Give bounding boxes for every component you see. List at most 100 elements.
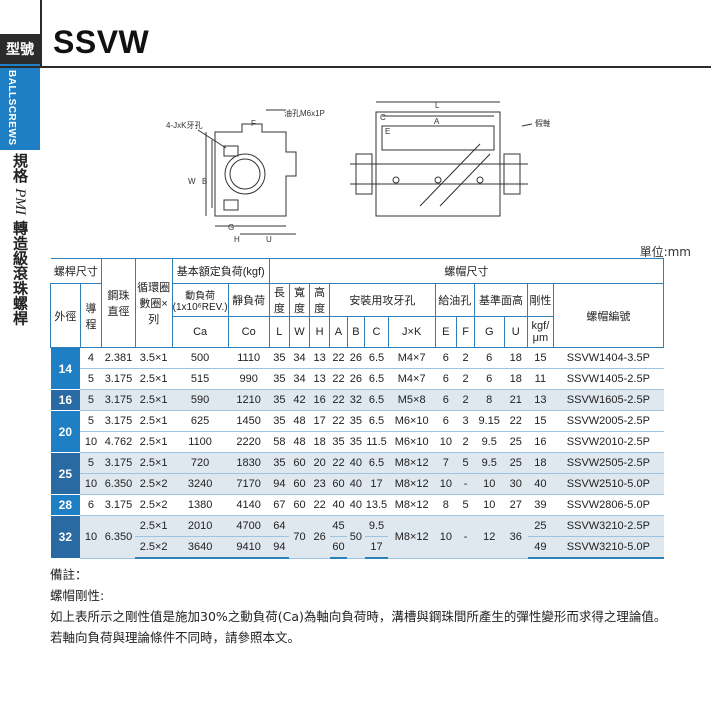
cell-model: SSVW3210-2.5P bbox=[553, 515, 664, 537]
header-model: 螺帽編號 bbox=[552, 283, 665, 348]
cell-circuit: 2.5×1 bbox=[135, 431, 173, 453]
cell-c: 6.5 bbox=[364, 389, 389, 411]
spec-suffix: 轉造級滾珠螺桿 bbox=[11, 220, 29, 326]
cell-diameter: 14 bbox=[50, 347, 81, 390]
cell-c: 6.5 bbox=[364, 452, 389, 474]
cell-f: 2 bbox=[456, 431, 475, 453]
notes-heading: 備註： bbox=[50, 567, 88, 582]
cell-a: 60 bbox=[329, 536, 348, 559]
notes-reference: 若軸向負荷與理論條件不同時，請參照本文。 bbox=[50, 630, 301, 645]
cell-w: 48 bbox=[289, 410, 310, 432]
cell-f: 5 bbox=[456, 452, 475, 474]
header-lead: 導程 bbox=[79, 283, 103, 348]
cell-c: 13.5 bbox=[364, 494, 389, 516]
cell-f: 2 bbox=[456, 389, 475, 411]
cell-diameter: 25 bbox=[50, 452, 81, 495]
header-co: Co bbox=[227, 316, 270, 348]
cell-c: 11.5 bbox=[364, 431, 389, 453]
cell-model: SSVW2005-2.5P bbox=[553, 410, 664, 432]
cell-circuit: 2.5×1 bbox=[135, 410, 173, 432]
cell-lead: 5 bbox=[80, 452, 102, 474]
cell-model: SSVW1405-2.5P bbox=[553, 368, 664, 390]
cell-g: 10 bbox=[474, 473, 505, 495]
cell-e: 8 bbox=[435, 494, 457, 516]
cell-ball: 3.175 bbox=[101, 410, 136, 432]
cell-circuit: 2.5×2 bbox=[135, 494, 173, 516]
cell-co: 990 bbox=[228, 368, 270, 390]
cell-l: 35 bbox=[269, 368, 290, 390]
cell-rigidity: 11 bbox=[527, 368, 554, 390]
header-h: H bbox=[309, 316, 331, 348]
cell-rigidity: 39 bbox=[527, 494, 554, 516]
cell-ca: 1380 bbox=[172, 494, 229, 516]
header-width: 寬度 bbox=[288, 283, 311, 317]
cell-jxk: M4×7 bbox=[388, 368, 435, 390]
cell-model: SSVW3210-5.0P bbox=[553, 536, 664, 559]
cell-model: SSVW2510-5.0P bbox=[553, 473, 664, 495]
cell-lead: 4 bbox=[80, 347, 102, 369]
drawing-label-w: W bbox=[188, 177, 196, 186]
cell-circuit: 2.5×2 bbox=[135, 473, 173, 495]
cell-co: 4140 bbox=[228, 494, 270, 516]
header-mount: 安裝用攻牙孔 bbox=[329, 283, 436, 317]
header-c: C bbox=[364, 316, 389, 348]
cell-h: 20 bbox=[309, 452, 330, 474]
cell-rigidity: 18 bbox=[527, 452, 554, 474]
cell-a: 40 bbox=[329, 494, 348, 516]
drawing-label-g: G bbox=[228, 223, 234, 232]
cell-c: 6.5 bbox=[364, 410, 389, 432]
cell-w: 48 bbox=[289, 431, 310, 453]
cell-e: 7 bbox=[435, 452, 457, 474]
cell-ball: 6.350 bbox=[101, 473, 136, 495]
cell-c: 6.5 bbox=[364, 368, 389, 390]
cell-model: SSVW1404-3.5P bbox=[553, 347, 664, 369]
cell-jxk: M6×10 bbox=[388, 431, 435, 453]
category-label: BALLSCREWS bbox=[6, 70, 17, 146]
table-row: 32 10 6.350 2.5×1 2010 4700 64 70 26 45 … bbox=[50, 515, 664, 559]
brand-label: PMI bbox=[12, 188, 28, 215]
cell-model: SSVW1605-2.5P bbox=[553, 389, 664, 411]
cell-e: 6 bbox=[435, 368, 457, 390]
cell-circuit: 2.5×1 bbox=[135, 389, 173, 411]
cell-u: 36 bbox=[504, 515, 528, 559]
cell-c: 6.5 bbox=[364, 347, 389, 369]
drawing-label-l: L bbox=[435, 101, 440, 110]
cell-rigidity: 16 bbox=[527, 431, 554, 453]
table-row: 10 4.762 2.5×1 1100 2220 58 48 18 35 35 … bbox=[51, 431, 664, 453]
cell-diameter: 20 bbox=[50, 410, 81, 453]
header-rig-unit: kgf/μm bbox=[527, 316, 554, 348]
cell-u: 25 bbox=[504, 431, 528, 453]
cell-jxk: M6×10 bbox=[388, 410, 435, 432]
cell-a: 22 bbox=[329, 452, 348, 474]
cell-circuit: 3.5×1 bbox=[135, 347, 173, 369]
header-a: A bbox=[329, 316, 348, 348]
cell-co: 1110 bbox=[228, 347, 270, 369]
drawing-label-e: E bbox=[385, 127, 390, 136]
header-ca: Ca bbox=[171, 316, 229, 348]
cell-l: 35 bbox=[269, 347, 290, 369]
cell-l: 58 bbox=[269, 431, 290, 453]
cell-f: 3 bbox=[456, 410, 475, 432]
header-circuit: 循環圈數圈×列 bbox=[134, 258, 173, 348]
cell-ball: 4.762 bbox=[101, 431, 136, 453]
cell-w: 34 bbox=[289, 347, 310, 369]
cell-a: 60 bbox=[329, 473, 348, 495]
cell-f: 2 bbox=[456, 368, 475, 390]
header-jxk: J×K bbox=[387, 316, 436, 348]
cell-f: - bbox=[456, 515, 475, 559]
cell-h: 17 bbox=[309, 410, 330, 432]
cell-ca: 500 bbox=[172, 347, 229, 369]
cell-lead: 10 bbox=[80, 431, 102, 453]
spec-table: 螺桿尺寸 鋼珠直徑 循環圈數圈×列 基本額定負荷(kgf) 螺帽尺寸 外徑 導程… bbox=[50, 258, 665, 559]
cell-rigidity: 15 bbox=[527, 410, 554, 432]
cell-h: 16 bbox=[309, 389, 330, 411]
cell-diameter: 32 bbox=[50, 515, 81, 559]
cell-a: 22 bbox=[329, 347, 348, 369]
cell-lead: 5 bbox=[80, 410, 102, 432]
cell-co: 1210 bbox=[228, 389, 270, 411]
cell-co: 7170 bbox=[228, 473, 270, 495]
table-row: 14 4 2.381 3.5×1 500 1110 35 34 13 22 26… bbox=[50, 347, 664, 390]
cell-l: 35 bbox=[269, 410, 290, 432]
cell-circuit: 2.5×1 bbox=[135, 515, 173, 537]
cell-h: 18 bbox=[309, 431, 330, 453]
